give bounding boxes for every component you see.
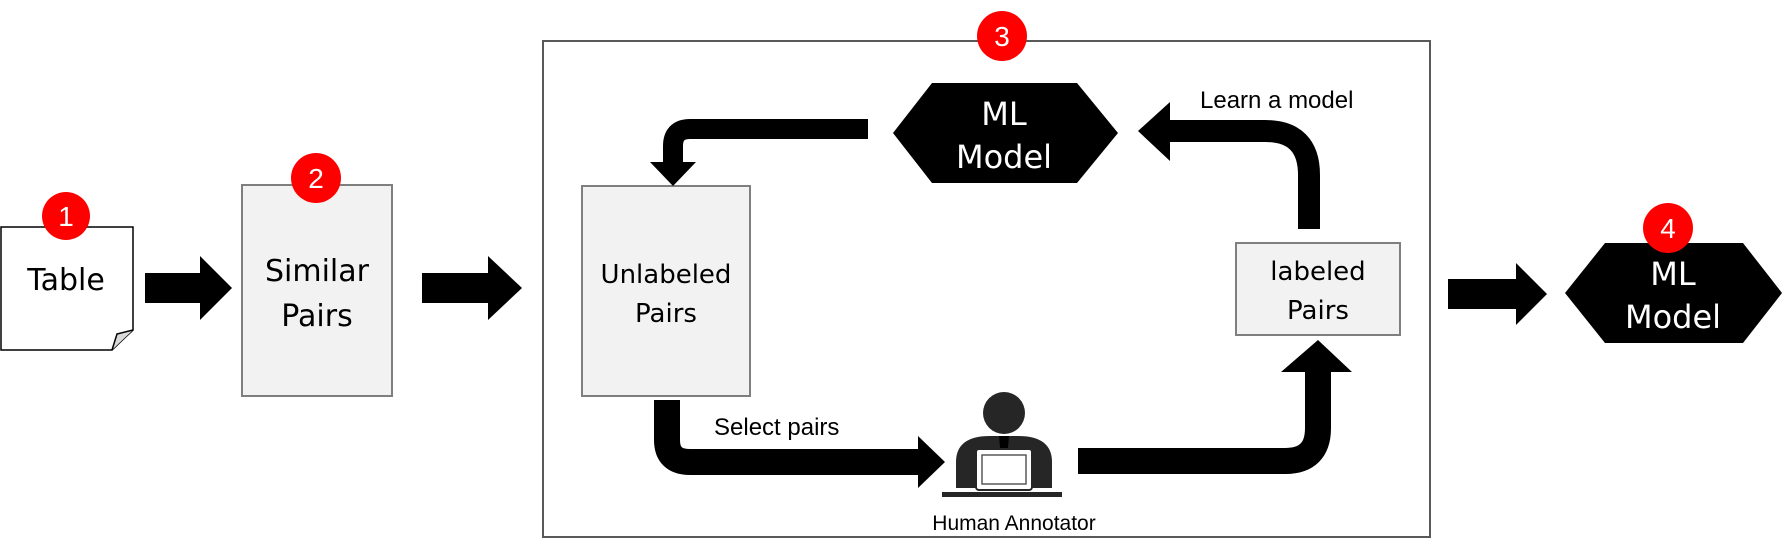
arrow-labeled-to-model xyxy=(1138,102,1320,229)
annotator-icon xyxy=(942,392,1062,497)
similar-pairs-label-1: Similar xyxy=(265,254,370,289)
ml-model-output-node: ML Model xyxy=(1565,243,1782,343)
ml-model-inner-label-2: Model xyxy=(956,138,1052,176)
learn-model-label: Learn a model xyxy=(1200,87,1353,114)
labeled-pairs-label-2: Pairs xyxy=(1287,296,1349,326)
similar-pairs-node: Similar Pairs xyxy=(241,184,393,397)
arrow-labeled-to-output xyxy=(1448,263,1547,325)
labeled-pairs-node: labeled Pairs xyxy=(1235,242,1401,336)
step-badge-4: 4 xyxy=(1643,203,1693,253)
select-pairs-label: Select pairs xyxy=(714,414,839,441)
step-badge-4-number: 4 xyxy=(1660,213,1676,244)
table-node: Table xyxy=(0,226,134,351)
unlabeled-pairs-node: Unlabeled Pairs xyxy=(581,185,751,397)
arrow-table-to-similar xyxy=(145,256,232,320)
step-badge-3-number: 3 xyxy=(994,21,1010,52)
step-badge-2-number: 2 xyxy=(308,163,324,194)
ml-model-output-label-2: Model xyxy=(1625,298,1721,336)
step-badge-1-number: 1 xyxy=(58,201,74,232)
ml-model-inner-node: ML Model xyxy=(893,83,1118,183)
arrow-unlabeled-to-annotator xyxy=(654,400,945,488)
human-annotator-label: Human Annotator xyxy=(932,512,1095,535)
ml-model-inner-label-1: ML xyxy=(981,95,1027,133)
step-badge-2: 2 xyxy=(291,153,341,203)
table-label: Table xyxy=(26,263,105,298)
arrow-annotator-to-labeled xyxy=(1078,340,1352,474)
labeled-pairs-label-1: labeled xyxy=(1270,257,1365,287)
step-badge-3: 3 xyxy=(977,11,1027,61)
step-badge-1: 1 xyxy=(42,192,90,240)
unlabeled-pairs-label-1: Unlabeled xyxy=(601,260,732,290)
similar-pairs-label-2: Pairs xyxy=(281,299,352,334)
arrow-similar-to-unlabeled xyxy=(422,256,522,320)
unlabeled-pairs-label-2: Pairs xyxy=(635,299,697,329)
arrow-model-to-unlabeled xyxy=(650,119,868,186)
ml-model-output-label-1: ML xyxy=(1650,255,1696,293)
